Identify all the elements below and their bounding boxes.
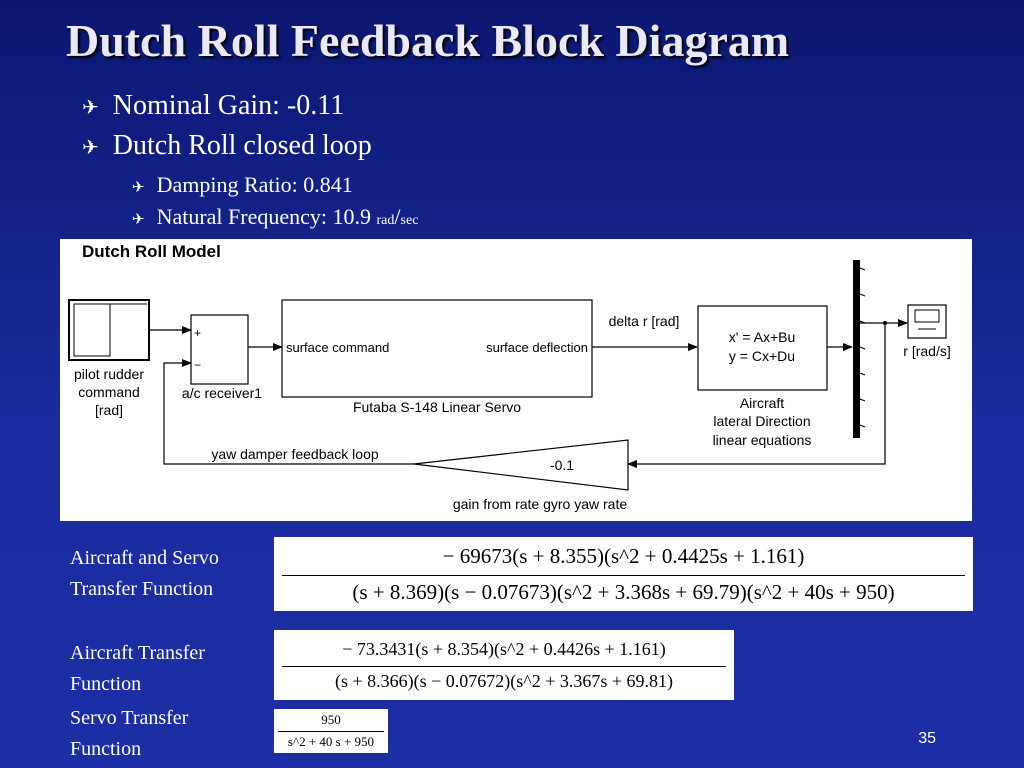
bullet-text: Damping Ratio: 0.841 <box>156 172 353 197</box>
pilot-label-1: pilot rudder <box>74 366 144 382</box>
fraction-bar <box>282 574 965 576</box>
bullet-text: Nominal Gain: -0.11 <box>112 90 345 121</box>
servo-input-port: surface command <box>286 340 389 355</box>
output-equation: y = Cx+Du <box>729 348 795 364</box>
servo-block-label: Futaba S-148 Linear Servo <box>353 399 521 415</box>
aircraft-label-3: linear equations <box>713 432 812 448</box>
tf-servo-equation: 950 s^2 + 40 s + 950 <box>274 709 388 753</box>
bullet-text: Dutch Roll closed loop <box>112 130 372 161</box>
bullet-natural-frequency: ✈ Natural Frequency: 10.9 rad/sec <box>132 204 418 230</box>
fraction-bar <box>282 665 726 667</box>
fraction-bar <box>278 731 384 732</box>
servo-block <box>281 299 593 398</box>
diagram-canvas: Dutch Roll Model pilot rudder command [r… <box>68 242 951 512</box>
tf-label-line: Function <box>70 673 142 695</box>
servo-output-port: surface deflection <box>486 340 588 355</box>
tf-aircraft-label: Aircraft Transfer Function <box>70 638 205 700</box>
plane-bullet-icon: ✈ <box>82 135 99 159</box>
bullet-text: Natural Frequency: 10.9 <box>156 204 372 229</box>
aircraft-state-space-block <box>697 305 828 391</box>
demux-block <box>853 260 866 438</box>
tf-label-line: Aircraft and Servo <box>70 547 219 569</box>
tf-servo-label: Servo Transfer Function <box>70 703 188 765</box>
tf-label-line: Aircraft Transfer <box>70 642 205 664</box>
gain-block-label: gain from rate gyro yaw rate <box>453 496 628 512</box>
tf-denominator: (s + 8.369)(s − 0.07673)(s^2 + 3.368s + … <box>352 579 895 604</box>
simulink-block-diagram: Dutch Roll Model pilot rudder command [r… <box>60 239 972 521</box>
tf-label-line: Transfer Function <box>70 578 214 600</box>
pilot-command-block <box>68 299 150 361</box>
state-equation: x' = Ax+Bu <box>729 329 796 345</box>
delta-r-label: delta r [rad] <box>609 313 680 329</box>
tf-numerator: 950 <box>321 712 341 727</box>
tf-numerator: − 73.3431(s + 8.354)(s^2 + 0.4426s + 1.1… <box>342 638 666 659</box>
unit-denominator: sec <box>400 213 419 228</box>
aircraft-label-1: Aircraft <box>740 395 784 411</box>
tf-combined-label: Aircraft and Servo Transfer Function <box>70 543 219 605</box>
unit-numerator: rad <box>376 213 395 228</box>
diagram-heading: Dutch Roll Model <box>82 242 221 261</box>
feedback-loop-label: yaw damper feedback loop <box>211 446 379 462</box>
feedback-gain-block <box>413 439 629 491</box>
tf-numerator: − 69673(s + 8.355)(s^2 + 0.4425s + 1.161… <box>442 543 805 568</box>
plane-bullet-icon: ✈ <box>132 178 145 196</box>
bullet-closed-loop: ✈ Dutch Roll closed loop <box>82 130 372 162</box>
sum-block-label: a/c receiver1 <box>182 385 262 401</box>
bullet-nominal-gain: ✈ Nominal Gain: -0.11 <box>82 90 344 122</box>
tf-label-line: Servo Transfer <box>70 707 189 729</box>
scope-label: r [rad/s] <box>903 343 950 359</box>
signal-gain-to-sum <box>163 359 414 465</box>
tf-denominator: (s + 8.366)(s − 0.07672)(s^2 + 3.367s + … <box>334 670 674 691</box>
slide-title: Dutch Roll Feedback Block Diagram <box>66 15 790 66</box>
pilot-label-2: command <box>78 384 139 400</box>
sum-minus-sign: − <box>194 358 201 372</box>
tf-denominator: s^2 + 40 s + 950 <box>287 734 375 749</box>
tf-combined-equation: − 69673(s + 8.355)(s^2 + 0.4425s + 1.161… <box>274 537 973 611</box>
unit-separator: / <box>394 204 401 229</box>
gain-value: -0.1 <box>550 457 574 473</box>
sum-block <box>190 314 249 385</box>
scope-block <box>907 304 947 339</box>
aircraft-label-2: lateral Direction <box>713 413 810 429</box>
tf-aircraft-equation: − 73.3431(s + 8.354)(s^2 + 0.4426s + 1.1… <box>274 630 734 700</box>
page-number: 35 <box>918 730 936 747</box>
signal-feedback-to-gain <box>627 323 886 468</box>
plane-bullet-icon: ✈ <box>82 95 99 119</box>
tf-label-line: Function <box>70 738 142 760</box>
bullet-damping-ratio: ✈ Damping Ratio: 0.841 <box>132 172 353 198</box>
pilot-label-3: [rad] <box>95 402 123 418</box>
plane-bullet-icon: ✈ <box>132 210 145 228</box>
sum-plus-sign: + <box>194 326 201 340</box>
